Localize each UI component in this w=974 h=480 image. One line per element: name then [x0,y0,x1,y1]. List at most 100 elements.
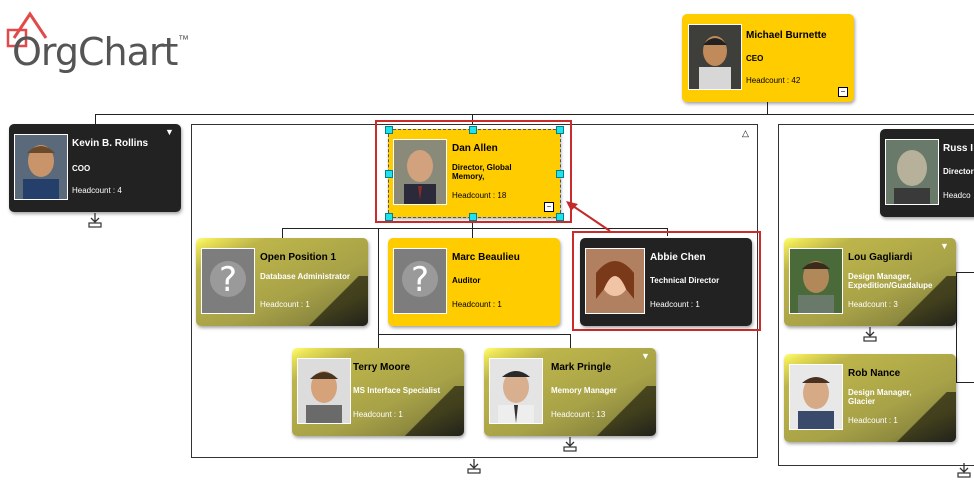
resize-handle[interactable] [385,170,393,178]
connector [570,334,571,348]
connector [378,334,570,335]
avatar [885,139,939,205]
avatar [789,364,843,430]
node-title: Design Manager, Expedition/Guadalupe [848,272,933,290]
group-frame-russ [778,124,974,466]
expand-triangle-icon[interactable]: ▼ [165,127,174,137]
node-name: Marc Beaulieu [452,252,520,263]
node-name: Mark Pringle [551,362,612,373]
resize-handle[interactable] [556,126,564,134]
collapse-button[interactable]: − [544,202,554,212]
node-name: Abbie Chen [650,252,706,263]
logo-text: OrgChart [12,30,178,74]
resize-handle[interactable] [469,213,477,221]
node-lou-gagliardi[interactable]: Lou Gagliardi Design Manager, Expedition… [784,238,956,326]
node-headcount: Headcount : 1 [353,410,403,419]
avatar [585,248,645,314]
svg-text:?: ? [219,260,237,300]
move-arrow-icon [566,201,611,232]
avatar [688,24,742,90]
node-name: Open Position 1 [260,252,337,263]
node-title: Director, Global Memory, [452,163,512,181]
connector [378,228,379,335]
node-title: CEO [746,54,764,63]
node-headcount: Headcount : 1 [650,300,700,309]
connector [472,220,473,228]
connector [956,382,974,383]
highlight-frame [572,231,761,331]
node-title: Director [943,167,974,176]
svg-text:?: ? [411,260,429,300]
expand-triangle-icon[interactable]: ▼ [641,351,650,361]
node-title: Design Manager, Glacier [848,388,912,406]
node-open-position-1[interactable]: ? Open Position 1 Database Administrator… [196,238,368,326]
expand-subtree-icon[interactable] [466,458,482,474]
logo-mark-icon [6,11,48,48]
node-title: MS Interface Specialist [353,386,441,395]
collapse-button[interactable]: − [838,87,848,97]
node-headcount: Headcount : 18 [452,191,507,200]
node-name: Rob Nance [848,368,901,379]
resize-handle[interactable] [385,126,393,134]
connector [95,114,96,124]
node-name: Lou Gagliardi [848,252,913,263]
node-name: Dan Allen [452,143,498,154]
node-title: Technical Director [650,276,720,285]
node-headcount: Headcount : 1 [260,300,310,309]
node-kevin-rollins[interactable]: Kevin B. Rollins COO Headcount : 4 ▼ [9,124,181,212]
connector [956,272,974,273]
expand-subtree-icon[interactable] [956,462,972,478]
connector [378,334,379,348]
avatar [489,358,543,424]
expand-subtree-icon[interactable] [562,436,578,452]
resize-handle[interactable] [469,126,477,134]
node-headcount: Headcount : 4 [72,186,122,195]
avatar [393,139,447,205]
collapse-triangle-icon[interactable]: △ [742,128,749,138]
avatar [789,248,843,314]
node-marc-beaulieu[interactable]: ? Marc Beaulieu Auditor Headcount : 1 [388,238,560,326]
node-rob-nance[interactable]: Rob Nance Design Manager, Glacier Headco… [784,354,956,442]
expand-subtree-icon[interactable] [87,212,103,228]
selection-dashed-outline [388,129,561,218]
node-title: COO [72,164,91,173]
node-headcount: Headcount : 3 [848,300,898,309]
node-michael-burnette[interactable]: Michael Burnette CEO Headcount : 42 − [682,14,854,102]
node-title: Database Administrator [260,272,350,281]
resize-handle[interactable] [385,213,393,221]
node-headcount: Headco [943,191,971,200]
expand-triangle-icon[interactable]: ▼ [940,241,949,251]
node-terry-moore[interactable]: Terry Moore MS Interface Specialist Head… [292,348,464,436]
orgchart-logo: OrgChart ™ [6,8,206,74]
node-headcount: Headcount : 42 [746,76,801,85]
avatar-placeholder: ? [201,248,255,314]
node-dan-allen[interactable]: Dan Allen Director, Global Memory, Headc… [388,129,560,217]
connector [282,228,283,238]
resize-handle[interactable] [556,213,564,221]
connector [956,272,957,382]
connector [472,228,473,238]
avatar-placeholder: ? [393,248,447,314]
resize-handle[interactable] [556,170,564,178]
node-headcount: Headcount : 1 [848,416,898,425]
node-headcount: Headcount : 1 [452,300,502,309]
group-frame-dan-allen [191,124,758,458]
node-headcount: Headcount : 13 [551,410,606,419]
avatar [14,134,68,200]
selection-highlight [375,120,572,223]
node-name: Russ I [943,143,974,154]
connector [282,228,668,229]
connector [472,114,473,124]
avatar [297,358,351,424]
node-name: Michael Burnette [746,30,827,41]
node-name: Kevin B. Rollins [72,138,149,149]
node-name: Terry Moore [353,362,411,373]
node-title: Auditor [452,276,481,285]
connector [767,102,768,115]
node-title: Memory Manager [551,386,617,395]
node-mark-pringle[interactable]: Mark Pringle Memory Manager Headcount : … [484,348,656,436]
logo-trademark: ™ [178,34,189,46]
expand-subtree-icon[interactable] [862,326,878,342]
node-russ[interactable]: Russ I Director Headco [880,129,974,217]
node-abbie-chen[interactable]: Abbie Chen Technical Director Headcount … [580,238,752,326]
